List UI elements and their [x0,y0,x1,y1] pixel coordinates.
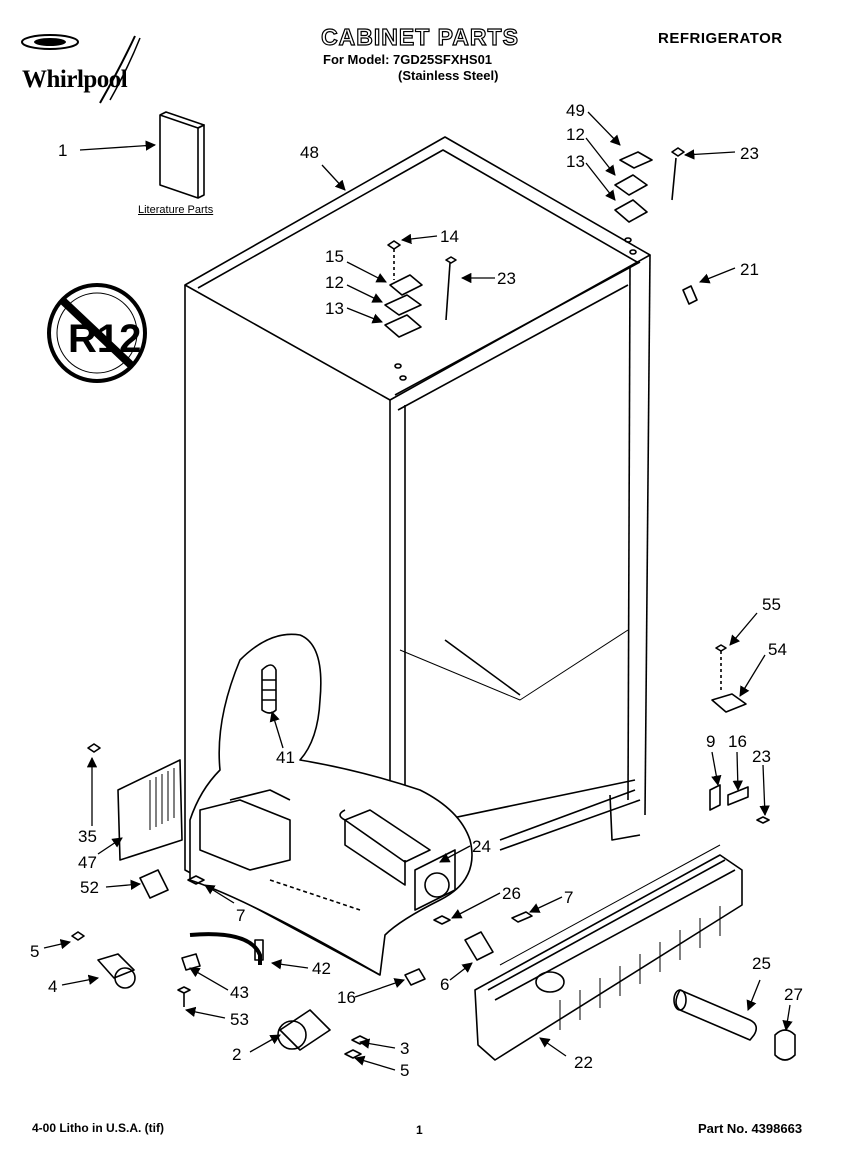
callout-22: 22 [574,1053,593,1072]
model-finish: (Stainless Steel) [398,68,499,83]
screw-53 [177,986,191,1007]
literature-booklet [159,111,205,199]
electrical-panel-35-47 [87,743,183,861]
machine-compartment-cutaway [189,633,473,976]
tube-42 [181,932,264,971]
callout-7: 7 [236,906,245,925]
callout-4: 4 [48,977,57,996]
callout-23: 23 [740,144,759,163]
callout-5: 5 [400,1061,409,1080]
top-hinge-assembly-right [614,147,685,255]
callout-14: 14 [440,227,459,246]
callout-53: 53 [230,1010,249,1029]
callout-13: 13 [325,299,344,318]
callout-6: 6 [440,975,449,994]
callout-21: 21 [740,260,759,279]
no-r12-text: R12 [68,317,141,361]
clip-21 [682,285,698,305]
no-r12-badge-icon [47,283,147,383]
callout-27: 27 [784,985,803,1004]
callout-1: 1 [58,141,67,160]
callout-13: 13 [566,152,585,171]
callout-54: 54 [768,640,787,659]
callout-35: 35 [78,827,97,846]
callout-16: 16 [728,732,747,751]
callout-41: 41 [276,748,295,767]
top-hinge-assembly-left [384,240,457,381]
bracket-9-16 [709,784,770,824]
roller-4 [71,931,136,989]
callout-52: 52 [80,878,99,897]
callout-47: 47 [78,853,97,872]
filter-cap-27 [774,1029,796,1061]
footer-part-number: Part No. 4398663 [698,1121,803,1136]
callout-labels: 1 48 49 12 13 23 14 15 12 13 23 21 55 54… [30,101,803,1080]
callout-24: 24 [472,837,491,856]
callout-9: 9 [706,732,715,751]
leader-lines [43,111,793,1071]
callout-12: 12 [325,273,344,292]
callout-42: 42 [312,959,331,978]
whirlpool-logo: Whirlpool [10,28,170,108]
callout-55: 55 [762,595,781,614]
callout-7: 7 [564,888,573,907]
bracket-52 [139,869,169,899]
bracket-54-55 [711,644,747,713]
bracket-6 [464,931,494,961]
callout-49: 49 [566,101,585,120]
screw-7-left [187,875,205,885]
clip-16 [404,968,426,986]
cabinet-shell [184,136,651,976]
callout-48: 48 [300,143,319,162]
duct-24 [339,809,456,911]
callout-3: 3 [400,1039,409,1058]
callout-23: 23 [752,747,771,766]
callout-5: 5 [30,942,39,961]
toe-grille-22 [474,844,743,1061]
callout-26: 26 [502,884,521,903]
water-filter-25 [673,989,758,1041]
footer-page-number: 1 [416,1123,423,1137]
callout-15: 15 [325,247,344,266]
front-roller-2 [277,1009,369,1059]
screw-26 [433,915,451,925]
callout-43: 43 [230,983,249,1002]
screw-7-right [511,911,533,923]
footer-litho: 4-00 Litho in U.S.A. (tif) [32,1121,164,1135]
callout-12: 12 [566,125,585,144]
page-title: CABINET PARTS [320,23,519,50]
literature-parts-label: Literature Parts [138,204,214,216]
callout-25: 25 [752,954,771,973]
callout-16: 16 [337,988,356,1007]
logo-swirl-icon [21,34,141,104]
appliance-type: REFRIGERATOR [658,30,783,47]
callout-2: 2 [232,1045,241,1064]
model-number: For Model: 7GD25SFXHS01 [323,52,493,67]
callout-23: 23 [497,269,516,288]
brand-wordmark: Whirlpool [22,66,128,93]
